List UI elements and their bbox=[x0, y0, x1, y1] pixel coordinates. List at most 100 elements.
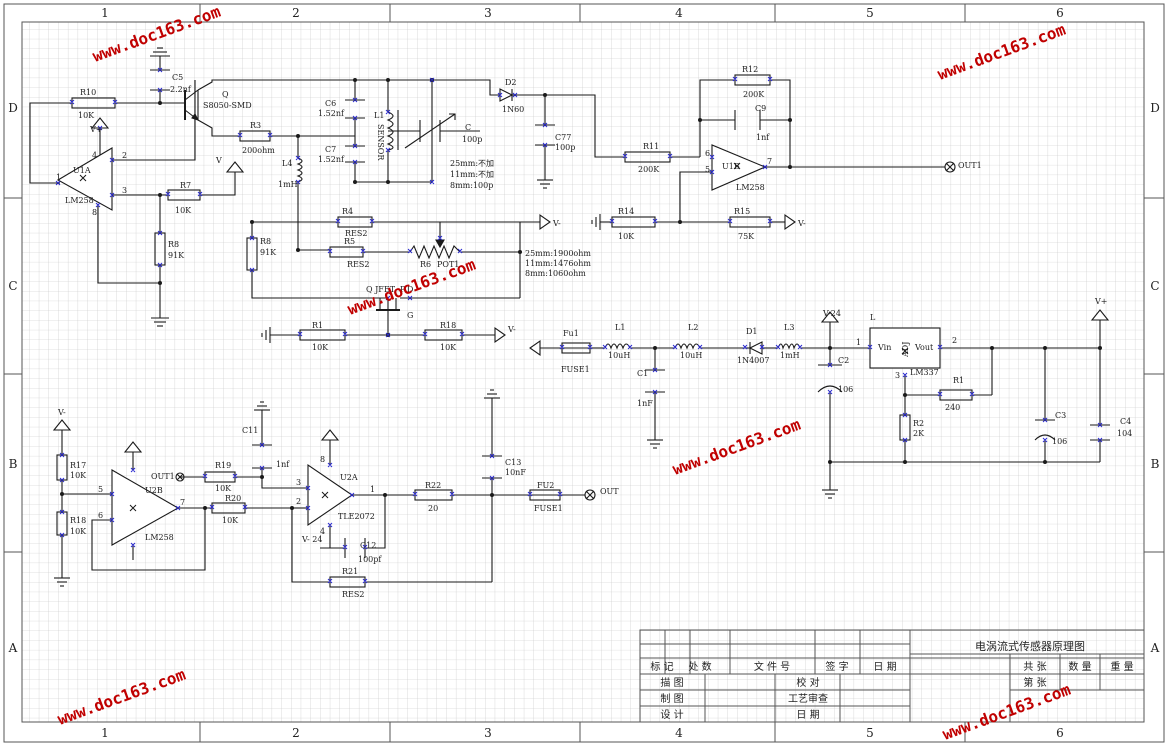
pin-reg-2: 2 bbox=[952, 336, 957, 345]
row-label-c: C bbox=[8, 279, 17, 293]
row-label-d: D bbox=[8, 101, 18, 115]
jfet-q bbox=[376, 298, 400, 318]
value-r10: 10K bbox=[78, 111, 95, 120]
mid-check: 校 对 bbox=[796, 676, 819, 689]
label-u1a: U1A bbox=[73, 166, 91, 175]
right-sheet: 第 张 bbox=[1023, 676, 1046, 689]
resistor-r19 bbox=[204, 471, 236, 483]
value-r15: 75K bbox=[738, 232, 755, 241]
power-arrow-v-r4 bbox=[539, 213, 551, 231]
label-l-reg: L bbox=[870, 313, 876, 322]
label-r10: R10 bbox=[80, 88, 96, 97]
col-label-2-bottom: 2 bbox=[292, 726, 300, 740]
header-date: 日 期 bbox=[873, 661, 896, 673]
ground-c77 bbox=[537, 179, 553, 189]
label-d2: D2 bbox=[505, 78, 517, 87]
label-c13: C13 bbox=[505, 458, 521, 467]
label-v-r7: V bbox=[215, 156, 222, 165]
pin-u1b-5: 5 bbox=[705, 165, 710, 174]
label-r17: R17 bbox=[70, 461, 86, 470]
label-l2: L2 bbox=[688, 323, 698, 332]
label-adj: ADJ bbox=[901, 342, 910, 358]
label-c2: C2 bbox=[838, 356, 849, 365]
label-l1: L1 bbox=[374, 111, 384, 120]
label-r8-left: R8 bbox=[168, 240, 179, 249]
label-c11: C11 bbox=[242, 426, 258, 435]
label-out1: OUT1 bbox=[958, 161, 982, 170]
power-arrow-u2a bbox=[320, 429, 340, 441]
ground-c5 bbox=[150, 47, 170, 57]
label-r4: R4 bbox=[342, 207, 353, 216]
value-c9: 1nf bbox=[756, 133, 770, 142]
value-fu2: FUSE1 bbox=[534, 504, 563, 513]
mid-date: 日 期 bbox=[796, 709, 819, 721]
resistor-r5 bbox=[329, 246, 364, 258]
label-q: Q bbox=[222, 90, 229, 99]
label-c3: C3 bbox=[1055, 411, 1066, 420]
value-c1: 1nF bbox=[637, 399, 653, 408]
resistor-r18-top bbox=[424, 329, 463, 341]
label-jfet: Q JFET bbox=[366, 285, 396, 294]
label-c1: C1 bbox=[637, 369, 648, 378]
value-r5: RES2 bbox=[347, 260, 369, 269]
pin-reg-3: 3 bbox=[895, 371, 900, 380]
value-q: S8050-SMD bbox=[203, 101, 252, 110]
inductor-l2 bbox=[674, 343, 701, 350]
pot-table-3: 8mm:1060ohm bbox=[525, 269, 586, 278]
value-l3: 1mH bbox=[780, 351, 800, 360]
value-r7: 10K bbox=[175, 206, 192, 215]
value-r8: 91K bbox=[260, 248, 277, 257]
label-r7: R7 bbox=[180, 181, 191, 190]
resistor-r10 bbox=[71, 97, 116, 109]
resistor-r11 bbox=[624, 151, 671, 163]
opamp-u2a bbox=[307, 463, 353, 527]
power-arrow-v-r15 bbox=[784, 213, 796, 231]
col-label-1-bottom: 1 bbox=[101, 726, 109, 740]
wires bbox=[29, 56, 1101, 583]
value-r4: RES2 bbox=[345, 229, 367, 238]
label-u2b: U2B bbox=[145, 486, 163, 495]
resistor-r7 bbox=[167, 189, 201, 201]
label-r3: R3 bbox=[250, 121, 261, 130]
label-c6: C6 bbox=[325, 99, 336, 108]
right-qty: 数 量 bbox=[1068, 660, 1091, 673]
label-fu1: Fu1 bbox=[563, 329, 579, 338]
pin-u2b-6: 6 bbox=[98, 511, 103, 520]
fuse-fu1 bbox=[561, 342, 591, 354]
inductor-l3 bbox=[777, 343, 801, 350]
value-c77: 100p bbox=[555, 143, 575, 152]
value-u2a: TLE2072 bbox=[338, 512, 375, 521]
resistor-r14 bbox=[611, 216, 656, 228]
label-v24-u2a: V- 24 bbox=[301, 535, 322, 544]
value-l1-inductor: 10uH bbox=[608, 351, 630, 360]
table-c-2: 11mm:不加 bbox=[450, 169, 494, 179]
value-c6: 1.52nf bbox=[318, 109, 345, 118]
label-jfet-g: G bbox=[407, 311, 413, 320]
power-arrow-v-r7 bbox=[225, 161, 245, 173]
label-r20: R20 bbox=[225, 494, 241, 503]
label-c77: C77 bbox=[555, 133, 571, 142]
pin-u1b-6: 6 bbox=[705, 149, 710, 158]
table-c-1: 25mm:不加 bbox=[450, 158, 494, 168]
value-fu1: FUSE1 bbox=[561, 365, 590, 374]
fuse-fu2 bbox=[529, 489, 561, 501]
ground-r18 bbox=[54, 577, 70, 587]
label-v24: V-24 bbox=[822, 309, 841, 318]
frame-column-labels: 1 2 3 4 5 6 1 2 3 4 5 6 D C B A D C B A bbox=[8, 6, 1160, 740]
label-r12: R12 bbox=[742, 65, 758, 74]
row-trace: 描 图 bbox=[660, 676, 683, 689]
label-r14: R14 bbox=[618, 207, 634, 216]
label-lm337: LM337 bbox=[910, 368, 939, 377]
value-r1-reg: 240 bbox=[945, 403, 960, 412]
col-label-4-bottom: 4 bbox=[675, 726, 683, 740]
value-r22: 20 bbox=[428, 504, 438, 513]
resistor-r4 bbox=[337, 216, 373, 228]
capacitor-c12 bbox=[344, 538, 366, 558]
value-c: 100p bbox=[462, 135, 482, 144]
label-u1b: U1B bbox=[722, 162, 740, 171]
value-r18-top: 10K bbox=[440, 343, 457, 352]
value-r18: 10K bbox=[70, 527, 87, 536]
title-block-title: 电涡流式传感器原理图 bbox=[975, 639, 1085, 653]
resistor-r12 bbox=[734, 74, 771, 86]
label-fu2: FU2 bbox=[537, 481, 554, 490]
